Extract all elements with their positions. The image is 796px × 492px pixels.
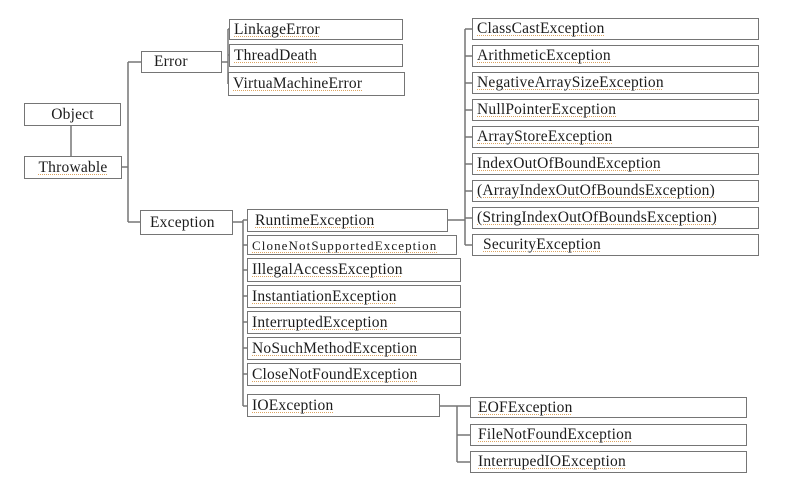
node-runtime-exception: RuntimeException [247,209,448,232]
node-security-exception: SecurityException [472,234,759,256]
node-no-such-method-exception: NoSuchMethodException [247,337,461,360]
node-array-index-out-of-bounds-exception: (ArrayIndexOutOfBoundsException) [472,180,759,202]
node-io-exception: IOException [247,394,440,417]
node-linkage-error: LinkageError [229,19,403,40]
node-virtua-machine-error: VirtuaMachineError [228,72,405,96]
node-instantiation-exception: InstantiationException [247,285,461,308]
node-error: Error [141,51,222,73]
node-interruped-io-exception: InterrupedIOException [470,451,747,473]
node-object: Object [24,103,121,126]
node-string-index-out-of-bounds-exception: (StringIndexOutOfBoundsException) [472,207,759,229]
node-clone-not-supported-exception: CloneNotSupportedException [247,235,457,255]
node-null-pointer-exception: NullPointerException [472,99,759,121]
node-thread-death: ThreadDeath [229,44,403,67]
node-array-store-exception: ArrayStoreException [472,126,759,148]
node-interrupted-exception: InterruptedException [247,311,461,334]
node-close-not-found-exception: CloseNotFoundException [247,363,461,386]
node-throwable: Throwable [24,156,122,179]
node-negative-array-size-exception: NegativeArraySizeException [472,72,759,94]
node-arithmetic-exception: ArithmeticException [472,45,759,67]
node-exception: Exception [140,210,233,235]
node-file-not-found-exception: FileNotFoundException [470,424,747,446]
node-illegal-access-exception: IllegalAccessException [247,258,461,282]
node-eof-exception: EOFException [470,397,747,418]
node-class-cast-exception: ClassCastException [472,18,759,40]
node-index-out-of-bound-exception: IndexOutOfBoundException [472,153,759,175]
